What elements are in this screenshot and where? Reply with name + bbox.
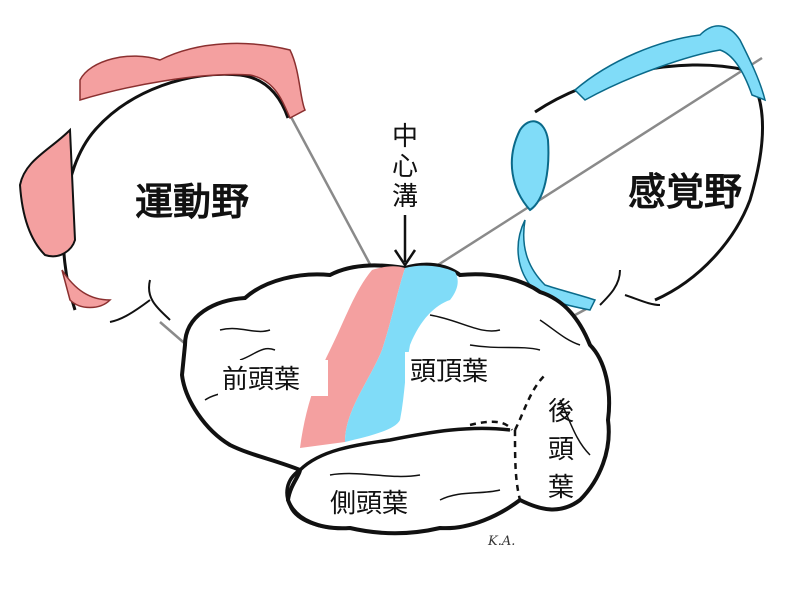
sensory-cortex-label: 感覚野 [628,170,742,214]
brain: 前頭葉 頭頂葉 後 頭 葉 側頭葉 [179,262,612,536]
homunculus-hand-icon [79,42,306,120]
lobe-boundary-dashed [469,374,546,431]
occipital-lobe-char-1: 後 [548,397,574,427]
sensory-hand-icon [573,25,767,102]
central-sulcus-char-3: 溝 [392,182,418,212]
motor-leader-top [288,114,374,269]
frontal-lobe-label: 前頭葉 [222,365,300,395]
motor-cortex-region [300,266,405,448]
homunculus-face-icon [18,127,77,258]
sensory-leader-top [429,56,763,272]
occipital-lobe-char-3: 葉 [548,473,574,503]
central-sulcus-char-2: 心 [392,152,418,182]
parietal-lobe-label: 頭頂葉 [410,357,488,387]
occipital-lobe-char-2: 頭 [548,435,574,465]
sensory-cortex-section: 感覚野 [510,25,767,311]
temporal-lobe-label: 側頭葉 [330,489,408,519]
central-sulcus-annotation: 中 心 溝 [392,122,418,268]
central-sulcus-char-1: 中 [392,122,418,152]
motor-cortex-section: 運動野 [18,42,306,323]
sensory-face-icon [510,120,550,212]
motor-cortex-label: 運動野 [135,180,249,224]
sensory-cortex-region [345,265,458,442]
artist-signature: K.A. [487,534,515,549]
